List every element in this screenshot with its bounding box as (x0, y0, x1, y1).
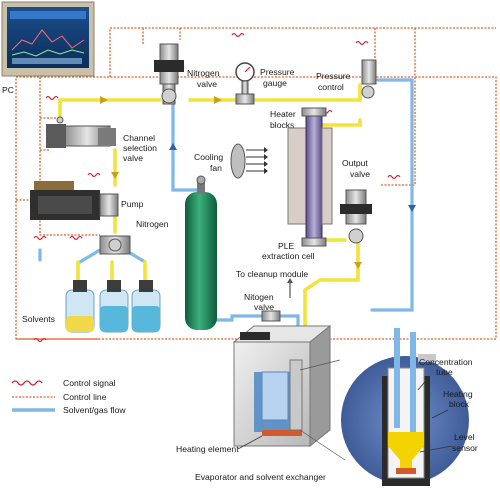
channel-selection-valve-label-line1: Channel (123, 133, 155, 143)
solvent-bottle-2 (99, 280, 129, 333)
nitrogen-valve-label-line1: Nitrogen (187, 68, 220, 78)
pressure-control-label-line2: control (318, 82, 344, 92)
concentration-tube-label-line2: tube (436, 367, 453, 377)
output-valve-label-line2: valve (350, 169, 370, 179)
ple-cell-label-line2: extraction cell (262, 251, 315, 261)
nitrogen-valve-label-line2: valve (197, 79, 217, 89)
control-signal-marks (33, 32, 401, 343)
pump-icon (30, 181, 119, 220)
heating-element-pointer (237, 435, 263, 450)
solvents-label: Solvents (22, 314, 55, 324)
level-sensor-label-line1: Level (454, 432, 475, 442)
nitogen-valve-icon (261, 310, 281, 322)
heating-block-label-line1: Heating (443, 389, 473, 399)
ple-extraction-cell-icon (287, 107, 333, 247)
concentration-detail-icon (341, 328, 469, 486)
level-sensor-label-line2: sensor (452, 443, 478, 453)
cooling-fan-label-line1: Cooling (194, 152, 223, 162)
legend: Control signal Control line Solvent/gas … (11, 378, 126, 415)
heating-element-label: Heating element (176, 444, 239, 454)
solvent-manifold-icon (99, 235, 131, 255)
nitrogen-cylinder-icon (185, 175, 217, 330)
solvent-flow-lines (58, 83, 362, 372)
ple-cell-label-line1: PLE (278, 241, 295, 251)
detail-pointer-top (299, 359, 341, 371)
cleanup-arrow-head (287, 278, 293, 283)
to-cleanup-module-label: To cleanup module (236, 269, 308, 279)
pc-monitor (1, 1, 95, 77)
pressure-gauge-icon (235, 62, 255, 105)
concentration-tube-label-line1: Concentration (419, 357, 473, 367)
pressure-control-label-line1: Pressure (316, 71, 351, 81)
level-sensor-pointer (419, 445, 453, 453)
solvent-bottle-3 (131, 280, 161, 333)
pressure-gauge-label-line2: gauge (263, 78, 287, 88)
legend-flow-label: Solvent/gas flow (63, 405, 126, 415)
nitogen-valve-label-line1: Nitogen (244, 292, 274, 302)
cooling-fan-icon (230, 143, 268, 179)
pc-label: PC (2, 85, 14, 95)
nitogen-valve-label-line2: valve (254, 302, 274, 312)
gas-flow-arrows (169, 143, 416, 212)
heater-blocks-label-line1: Heater (270, 109, 296, 119)
legend-control-signal-swatch (11, 380, 43, 386)
output-valve-icon (340, 189, 372, 244)
detail-pointer-bottom (299, 429, 346, 461)
heating-block-label-line2: block (449, 399, 470, 409)
evaporator-label: Evaporator and solvent exchanger (195, 472, 326, 482)
heating-block-pointer (431, 409, 449, 419)
evaporator-icon (232, 324, 332, 448)
nitrogen-label: Nitrogen (136, 219, 169, 229)
channel-selection-valve-label-line3: valve (123, 153, 143, 163)
pressure-gauge-label-line1: Pressure (260, 67, 295, 77)
pressure-control-icon (361, 59, 377, 99)
solvent-bottle-1 (65, 280, 95, 333)
output-valve-label-line1: Output (342, 158, 368, 168)
channel-selection-valve-label-line2: selection (123, 143, 157, 153)
legend-control-line-label: Control line (63, 392, 107, 402)
legend-control-signal-label: Control signal (63, 378, 116, 388)
cooling-fan-label-line2: fan (210, 163, 222, 173)
channel-selection-valve-icon (46, 116, 116, 148)
heater-blocks-label-line2: blocks (270, 120, 294, 130)
nitrogen-valve-icon (154, 43, 184, 105)
concentration-tube-pointer (417, 377, 429, 391)
pump-label: Pump (121, 199, 144, 209)
